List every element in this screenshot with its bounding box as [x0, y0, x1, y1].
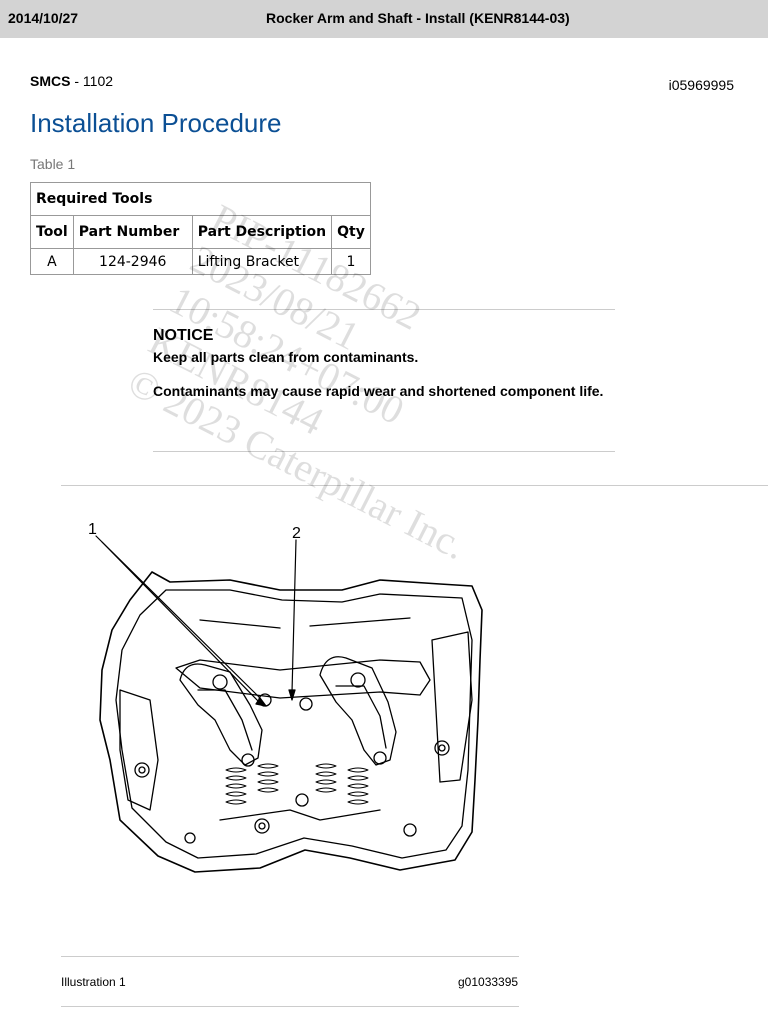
cell-tool: A — [30, 248, 74, 275]
notice-title: NOTICE — [153, 327, 214, 344]
smcs-separator: - — [70, 73, 83, 89]
section-divider — [61, 485, 768, 486]
cell-part-number: 124-2946 — [72, 248, 193, 275]
column-header-tool: Tool — [30, 215, 74, 249]
smcs-code: SMCS - 1102 — [30, 73, 113, 89]
cell-qty: 1 — [331, 248, 371, 275]
column-header-qty: Qty — [331, 215, 371, 249]
table-row: A 124-2946 Lifting Bracket 1 — [30, 248, 371, 275]
table-title-row: Required Tools — [30, 182, 371, 216]
watermark-line-2: 2023/08/21 — [183, 235, 367, 359]
notice-line-2: Contaminants may cause rapid wear and sh… — [153, 383, 604, 399]
smcs-label: SMCS — [30, 73, 71, 89]
notice-bottom-divider — [153, 451, 615, 452]
table-header-row: Tool Part Number Part Description Qty — [30, 215, 371, 249]
watermark-line-3: 10:58:24+07:00 — [162, 276, 412, 434]
top-header-bar: 2014/10/27 Rocker Arm and Shaft - Instal… — [0, 0, 768, 38]
illustration-label: Illustration 1 — [61, 975, 126, 989]
section-heading: Installation Procedure — [30, 108, 282, 138]
callout-1: 1 — [88, 521, 97, 538]
illustration-top-divider — [61, 956, 519, 957]
notice-top-divider — [153, 309, 615, 310]
notice-line-1: Keep all parts clean from contaminants. — [153, 349, 419, 365]
header-date: 2014/10/27 — [8, 10, 79, 26]
illustration-id: g01033395 — [458, 975, 519, 989]
table-title: Required Tools — [30, 182, 371, 216]
engine-illustration: 1 2 — [80, 520, 510, 890]
header-title: Rocker Arm and Shaft - Install (KENR8144… — [266, 10, 570, 26]
document-id: i05969995 — [668, 77, 734, 93]
table-caption: Table 1 — [30, 156, 76, 172]
column-header-part-number: Part Number — [72, 215, 193, 249]
column-header-part-description: Part Description — [191, 215, 333, 249]
cell-part-description: Lifting Bracket — [191, 248, 333, 275]
smcs-number: 1102 — [82, 73, 114, 89]
required-tools-table: Required Tools Tool Part Number Part Des… — [30, 182, 371, 275]
callout-2: 2 — [292, 525, 301, 542]
illustration-bottom-divider — [61, 1006, 519, 1007]
